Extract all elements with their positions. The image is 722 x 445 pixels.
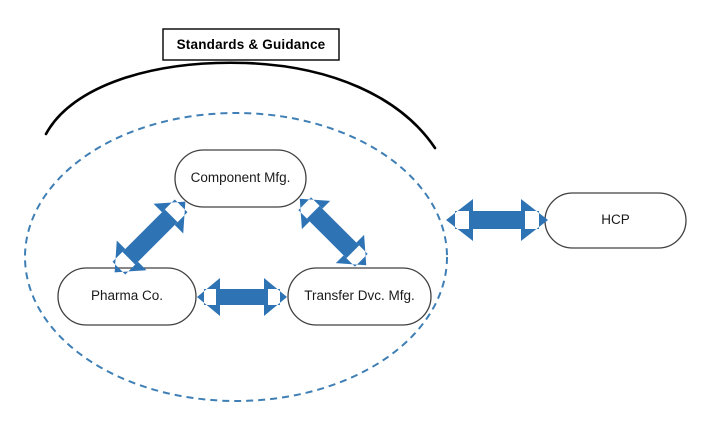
standards-guidance-arc bbox=[44, 61, 437, 150]
arrow-boundary-to-hcp bbox=[446, 199, 548, 241]
standards-guidance-box bbox=[162, 28, 340, 61]
arrow-pharma-to-transfer bbox=[197, 278, 287, 316]
node-transfer-dvc-mfg-shape[interactable] bbox=[287, 267, 432, 326]
arrow-pharma-to-component bbox=[112, 199, 188, 275]
arrow-component-to-transfer bbox=[298, 197, 368, 267]
node-component-mfg-shape[interactable] bbox=[174, 149, 307, 208]
node-pharma-co-shape[interactable] bbox=[57, 267, 197, 326]
supply-chain-boundary-ellipse bbox=[24, 112, 448, 402]
node-hcp-shape[interactable] bbox=[544, 192, 687, 249]
